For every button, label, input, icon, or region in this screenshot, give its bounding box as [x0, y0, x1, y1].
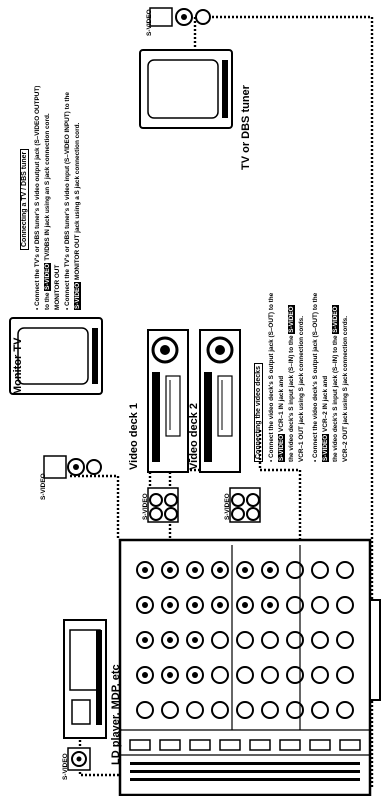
tv-dbs-tuner-drawing — [139, 49, 233, 129]
ld-player-drawing — [63, 619, 107, 739]
s-video-tag-tuner: S-VIDEO — [146, 9, 153, 36]
deck-section-col2-line-4: VCR–2 OUT jack using S jack connection c… — [342, 316, 349, 462]
s-video-plug-tuner — [149, 7, 211, 27]
video-deck-2-label: Video deck 2 — [188, 402, 200, 470]
receiver-rear-panel — [118, 538, 381, 796]
tv-dbs-tuner-label: TV or DBS tuner — [240, 85, 252, 170]
tv-section-line-3: • Connect the TV's or DBS tuner's S vide… — [64, 92, 71, 310]
monitor-tv-drawing — [9, 317, 103, 395]
s-video-tag-ld: S-VIDEO — [62, 753, 69, 780]
deck-section-col1-line-3: the video deck's S input jack (S–IN) to … — [288, 305, 295, 462]
deck-section-col1-line-4: VCR–1 OUT jack using S jack connection c… — [298, 316, 305, 462]
s-video-tag-deck-1: S-VIDEO — [142, 493, 149, 520]
video-deck-1-label: Video deck 1 — [128, 402, 140, 470]
s-video-plug-monitor — [43, 455, 102, 479]
tv-section-title: Connecting a TV / DBS tuner — [20, 148, 29, 250]
ld-player-label: LD player, MDP, etc — [110, 664, 122, 765]
monitor-tv-label: Monitor TV — [12, 337, 24, 395]
tv-section-line-2: to the S-VIDEO TV/DBS IN jack using an S… — [44, 113, 51, 310]
deck-section-col2-line-3: the video deck's S input jack (S–IN) to … — [332, 305, 339, 462]
tv-section-line-1: • Connect the TV's or DBS tuner's S vide… — [34, 85, 41, 310]
video-deck-2-drawing — [199, 329, 241, 473]
tv-section-line-4: S-VIDEO MONITOR OUT jack using a S jack … — [74, 122, 81, 310]
deck-section-col2-line-2: S-VIDEO VCR–2 IN jack and — [322, 375, 329, 462]
cord-monitor-tv — [70, 474, 120, 540]
deck-section-col1-line-1: • Connect the video deck's S output jack… — [268, 292, 275, 462]
video-deck-1-drawing — [147, 329, 189, 473]
tv-section-monitor-out: MONITOR OUT — [54, 264, 61, 310]
s-video-tag-monitor: S-VIDEO — [40, 473, 47, 500]
s-video-plug-ld — [67, 747, 91, 771]
s-video-tag-deck-2: S-VIDEO — [224, 493, 231, 520]
deck-section-col1-line-2: S-VIDEO VCR–1 IN jack and — [278, 375, 285, 462]
deck-section-title: Connecting the video decks — [254, 363, 263, 462]
deck-section-col2-line-1: • Connect the video deck's S output jack… — [312, 292, 319, 462]
s-video-plug-deck-1 — [147, 487, 179, 523]
s-video-plug-deck-2 — [229, 487, 261, 523]
